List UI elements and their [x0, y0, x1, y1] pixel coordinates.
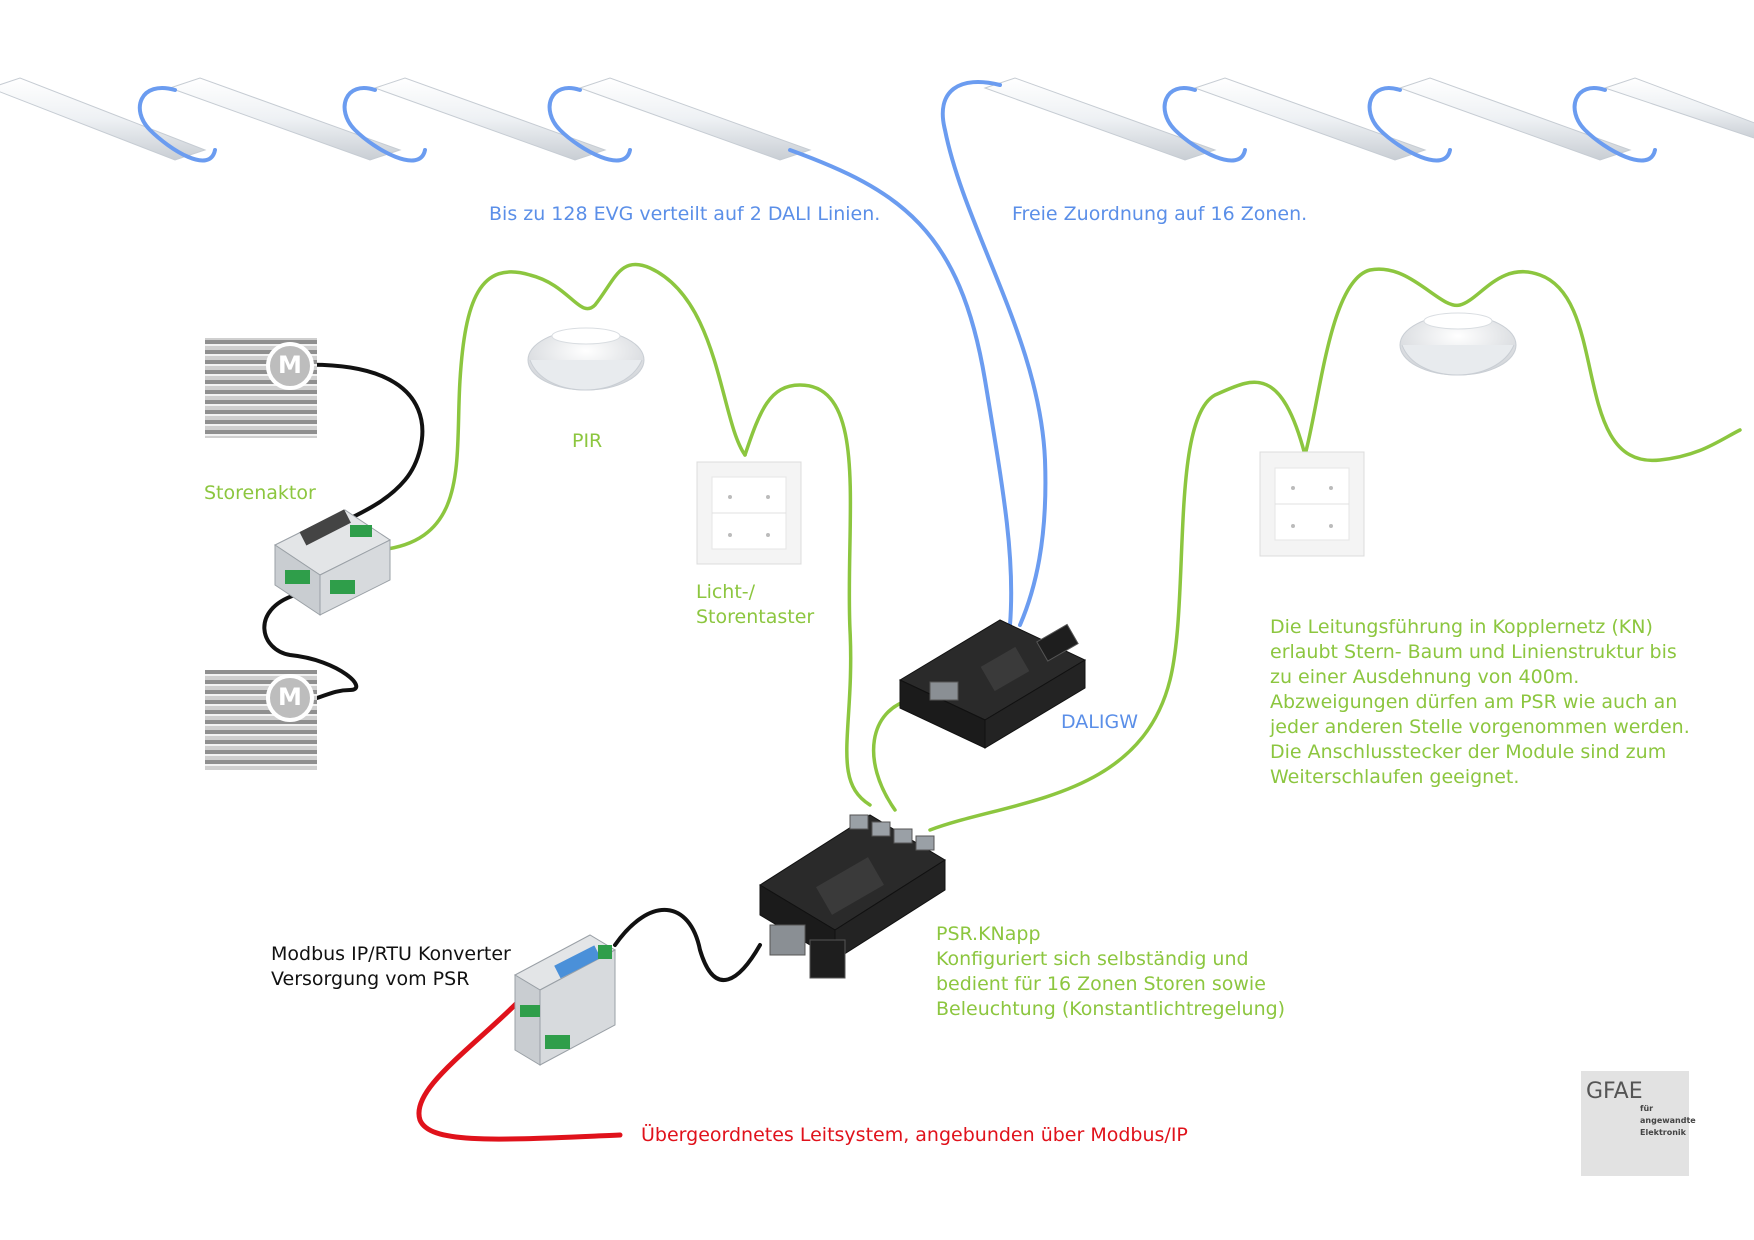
- psr-line: Konfiguriert sich selbständig und: [936, 948, 1249, 970]
- luminaire: [1398, 77, 1632, 161]
- label-kn-note: Die Leitungsführung in Kopplernetz (KN) …: [1270, 615, 1690, 790]
- kn-line-right-pir: [1303, 267, 1742, 462]
- label-zones: Freie Zuordnung auf 16 Zonen.: [1012, 203, 1308, 225]
- kn-cables: [378, 262, 1742, 832]
- kn-line-psr-right: [928, 380, 1307, 832]
- label-evg: Bis zu 128 EVG verteilt auf 2 DALI Linie…: [489, 203, 881, 225]
- dali-loop: [1162, 86, 1247, 163]
- modbus-rtu-cable: [613, 907, 762, 983]
- psr-knapp-device: [759, 814, 946, 979]
- kn-note-line: erlaubt Stern- Baum und Linienstruktur b…: [1270, 641, 1677, 663]
- kn-note-line: jeder anderen Stelle vorgenommen werden.: [1270, 716, 1690, 738]
- kn-note-line: Die Leitungsführung in Kopplernetz (KN): [1270, 616, 1653, 638]
- label-leitsystem: Übergeordnetes Leitsystem, angebunden üb…: [641, 1124, 1188, 1146]
- kn-line-daligw-psr: [871, 698, 912, 812]
- dali-line-1: [788, 148, 1014, 627]
- pir-sensor-right: [1399, 312, 1517, 376]
- modbus-ip-cable: [416, 997, 623, 1142]
- label-taster-line: Licht-/: [696, 581, 756, 603]
- kn-note-line: Abzweigungen dürfen am PSR wie auch an: [1270, 691, 1678, 713]
- label-daligw: DALIGW: [1061, 711, 1138, 733]
- luminaire: [578, 77, 812, 161]
- label-storenaktor: Storenaktor: [204, 482, 316, 504]
- label-taster: Licht-/ Storentaster: [696, 580, 814, 630]
- kn-line-pir-taster: [378, 262, 747, 552]
- logo-subtitle-line: angewandte: [1640, 1116, 1696, 1125]
- logo-subtitle-line: für: [1640, 1104, 1654, 1113]
- kn-line-taster-psr: [743, 383, 872, 807]
- label-modbus: Modbus IP/RTU Konverter Versorgung vom P…: [271, 942, 511, 992]
- daligw-device: [898, 619, 1087, 749]
- motor-cable-bottom: [262, 593, 359, 702]
- modbus-line: Modbus IP/RTU Konverter: [271, 943, 511, 965]
- luminaire: [1193, 77, 1427, 161]
- psr-line: PSR.KNapp: [936, 923, 1041, 945]
- modbus-line: Versorgung vom PSR: [271, 968, 470, 990]
- luminaire: [983, 77, 1217, 161]
- logo-wordmark: GFAE: [1586, 1079, 1643, 1104]
- modbus-converter-device: [513, 934, 617, 1066]
- wall-switch-left: [696, 461, 802, 565]
- psr-line: Beleuchtung (Konstantlichtregelung): [936, 998, 1286, 1020]
- dali-loop: [137, 86, 217, 163]
- label-pir: PIR: [572, 430, 603, 452]
- blind-bottom: [205, 670, 317, 770]
- logo-subtitle: für angewandte Elektronik: [1640, 1103, 1696, 1139]
- label-psr: PSR.KNapp Konfiguriert sich selbständig …: [936, 922, 1285, 1022]
- dali-loop: [342, 86, 427, 163]
- luminaire: [0, 77, 207, 161]
- dali-loop: [547, 86, 632, 163]
- blind-top: [205, 338, 317, 438]
- wall-switch-right: [1259, 451, 1365, 557]
- dali-loop: [1572, 86, 1657, 163]
- storenaktor-device: [274, 509, 391, 616]
- luminaires: [0, 77, 1754, 161]
- dali-loop: [1367, 86, 1452, 163]
- logo-subtitle-line: Elektronik: [1640, 1128, 1686, 1137]
- motor-cable-top: [298, 362, 425, 537]
- dali-line-2: [940, 80, 1048, 627]
- kn-note-line: zu einer Ausdehnung von 400m.: [1270, 666, 1580, 688]
- dali-cables: [137, 80, 1657, 627]
- motor-icon: M: [278, 683, 302, 711]
- luminaire: [373, 77, 607, 161]
- luminaire: [1603, 77, 1754, 139]
- motor-cables: [262, 362, 762, 983]
- label-taster-line: Storentaster: [696, 606, 815, 628]
- pir-sensor-left: [527, 327, 645, 391]
- gfae-logo: GFAE für angewandte Elektronik: [1581, 1071, 1696, 1176]
- kn-note-line: Die Anschlusstecker der Module sind zum: [1270, 741, 1667, 763]
- psr-line: bedient für 16 Zonen Storen sowie: [936, 973, 1266, 995]
- motor-icon: M: [278, 351, 302, 379]
- luminaire: [168, 77, 402, 161]
- kn-note-line: Weiterschlaufen geeignet.: [1270, 766, 1520, 788]
